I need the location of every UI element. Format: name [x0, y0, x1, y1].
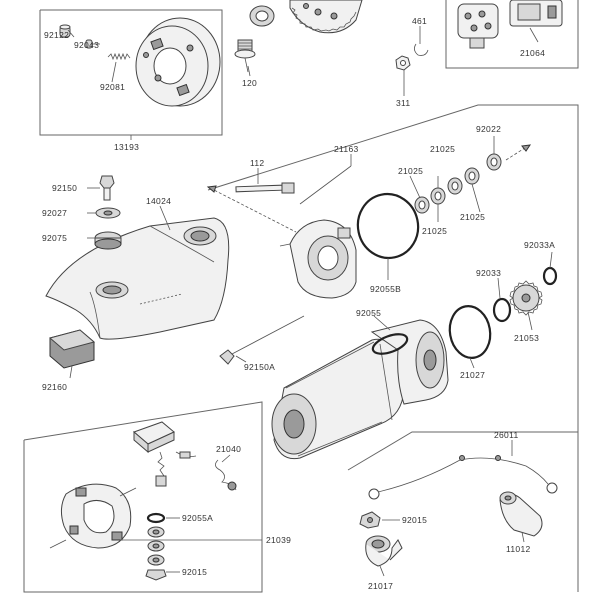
- callout-92055a: 92055A: [182, 513, 213, 523]
- callout-21040: 21040: [216, 444, 241, 454]
- callout-92081: 92081: [100, 82, 125, 92]
- spring-part: [107, 52, 131, 61]
- group-frames: [23, 0, 579, 593]
- o-ring-92055b-part: [356, 192, 420, 260]
- cable-26011-part: [368, 455, 558, 500]
- o-ring-21027-part: [448, 305, 492, 359]
- callout-21163: 21163: [334, 144, 359, 154]
- callout-labels: 92122 92043 92081 120 13193 461 311 2106…: [42, 16, 555, 591]
- starter-end-cover-part: [279, 219, 357, 299]
- grommet-92075-part: [94, 231, 122, 250]
- callout-21025-d: 21025: [422, 226, 447, 236]
- callout-92033: 92033: [476, 268, 501, 278]
- callout-21027: 21027: [460, 370, 485, 380]
- callout-14024: 14024: [146, 196, 171, 206]
- circlip-92033-part: [492, 297, 512, 323]
- brush-part: [133, 421, 175, 487]
- callout-461: 461: [412, 16, 427, 26]
- callout-21025-c: 21025: [460, 212, 485, 222]
- starter-housing-part: [370, 319, 449, 405]
- bolt-120-part: [234, 39, 256, 73]
- pad-92160-part: [48, 329, 96, 369]
- callout-92022: 92022: [476, 124, 501, 134]
- clutch-parts-group: [59, 0, 363, 107]
- callout-92122: 92122: [44, 30, 69, 40]
- washer-92055a-stack-part: [145, 512, 167, 581]
- spring-21040-part: [215, 459, 237, 491]
- through-bolt-112-part: [235, 182, 295, 194]
- callout-112: 112: [250, 158, 264, 168]
- callout-11012: 11012: [506, 544, 531, 554]
- washer-top-part: [249, 5, 275, 27]
- boot-21017-part: [365, 535, 403, 567]
- callout-21017: 21017: [368, 581, 393, 591]
- pinion-gear-21053-part: [509, 280, 543, 316]
- callout-92015-a: 92015: [182, 567, 207, 577]
- pin-part: [59, 24, 71, 38]
- callout-92055b: 92055B: [370, 284, 401, 294]
- leader-lines: [67, 26, 553, 577]
- frame-brush-group: [23, 401, 263, 593]
- starter-cable-group: [359, 455, 558, 567]
- callout-21064: 21064: [520, 48, 545, 58]
- nut-311-part: [395, 55, 411, 71]
- gear-part: [289, 0, 363, 34]
- starter-cover-part: [45, 217, 230, 340]
- frame-switch-group: [445, 0, 579, 69]
- callout-92043: 92043: [74, 40, 99, 50]
- circlip-461-part: [414, 43, 429, 56]
- brush-lead-part: [175, 451, 197, 459]
- cap-11012-part: [499, 491, 543, 537]
- frame-cable-group: [347, 431, 579, 592]
- callout-120: 120: [242, 78, 257, 88]
- brush-holder-group: [49, 421, 237, 581]
- starter-switch-group: [395, 0, 563, 71]
- callout-311: 311: [396, 98, 410, 108]
- callout-92150: 92150: [52, 183, 77, 193]
- callout-92075: 92075: [42, 233, 67, 243]
- callout-21025-b: 21025: [430, 144, 455, 154]
- clutch-body-part: [135, 17, 221, 107]
- assembly-guide-lines: [206, 144, 532, 233]
- washer-92022-part: [486, 153, 502, 171]
- callout-92055: 92055: [356, 308, 381, 318]
- callout-92150a: 92150A: [244, 362, 275, 372]
- callout-13193: 13193: [114, 142, 139, 152]
- callout-26011: 26011: [494, 430, 519, 440]
- callout-21039: 21039: [266, 535, 291, 545]
- switch-body-part: [457, 3, 499, 49]
- bolt-92150-part: [99, 175, 115, 201]
- circlip-92033a-part: [542, 266, 558, 286]
- callout-92015-b: 92015: [402, 515, 427, 525]
- callout-92160: 92160: [42, 382, 67, 392]
- brush-plate-part: [49, 483, 137, 549]
- callout-92027: 92027: [42, 208, 67, 218]
- frame-starter-group: [207, 104, 579, 438]
- frame-13193-group: [39, 9, 223, 136]
- relay-21064-part: [509, 0, 563, 27]
- callout-92033a: 92033A: [524, 240, 555, 250]
- washer-92027-part: [95, 207, 121, 219]
- callout-21025-a: 21025: [398, 166, 423, 176]
- through-bolt-92150a-part: [219, 315, 305, 365]
- washer-stack-21025-part: [414, 167, 480, 214]
- callout-21053: 21053: [514, 333, 539, 343]
- starter-motor-body-part: [271, 338, 405, 460]
- nut-92015-part: [359, 511, 381, 529]
